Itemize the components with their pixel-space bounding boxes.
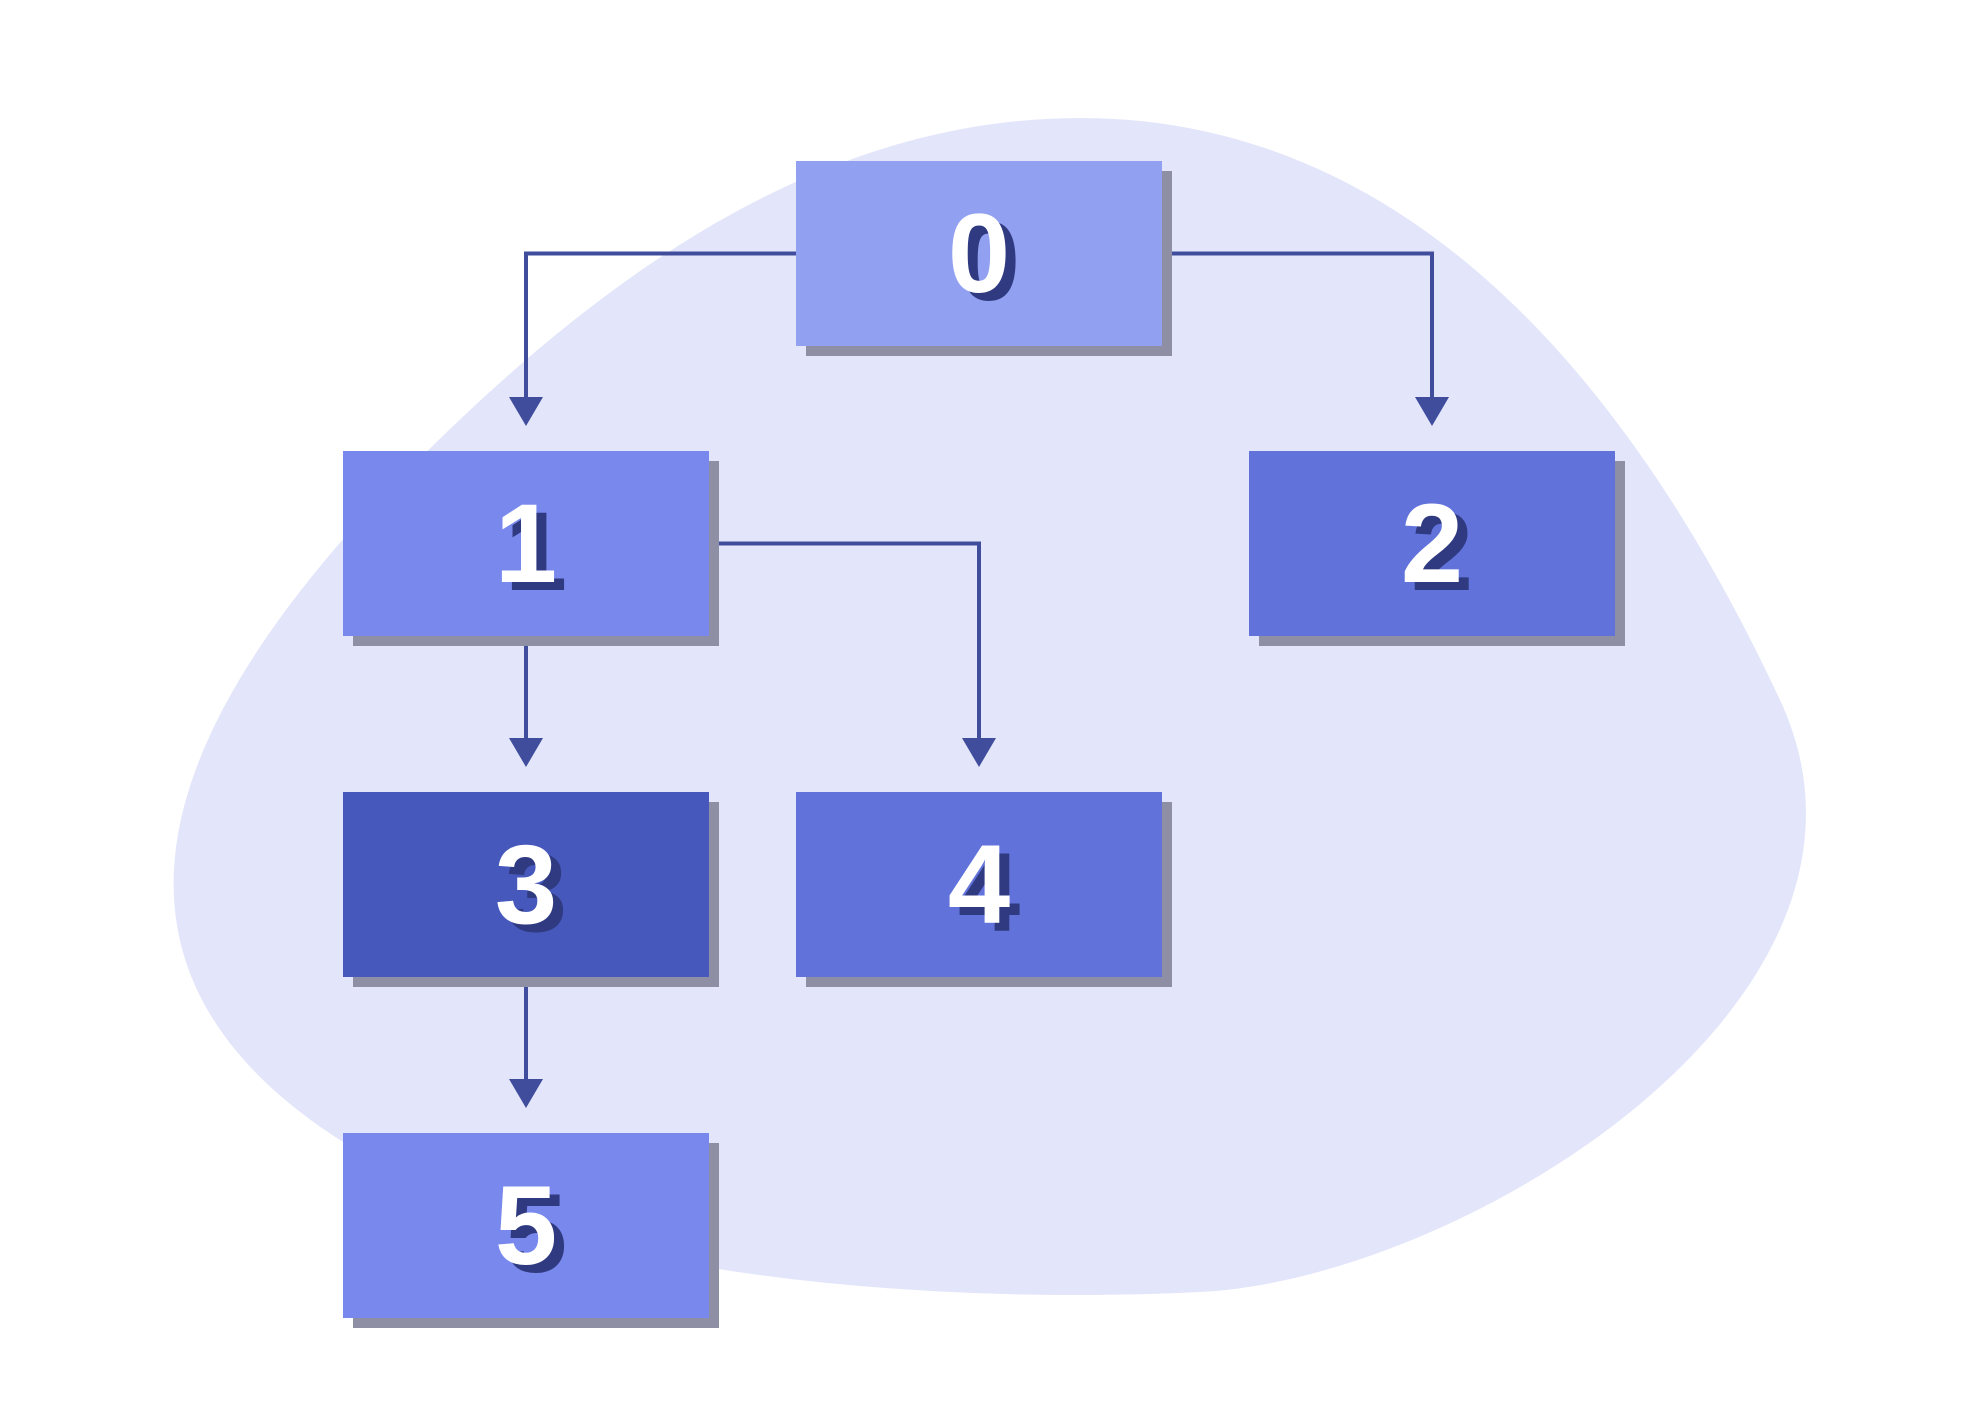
edge-n0-n1 <box>509 251 796 426</box>
node-label-shadow: 3 <box>505 830 567 955</box>
node-label-shadow: 1 <box>505 489 567 614</box>
node-label: 5 <box>495 1163 557 1288</box>
edge-n1-n4 <box>709 541 996 767</box>
node-box <box>343 792 709 977</box>
node-label-shadow: 5 <box>505 1171 567 1296</box>
node-3: 33 <box>343 792 719 987</box>
edge-n1-n3 <box>509 636 543 767</box>
node-box <box>796 792 1162 977</box>
edge-n0-n2 <box>1162 251 1449 426</box>
node-label: 2 <box>1401 481 1463 606</box>
node-label: 4 <box>948 822 1010 947</box>
node-label: 3 <box>495 822 557 947</box>
edges-layer <box>509 251 1449 1108</box>
node-box <box>796 161 1162 346</box>
node-2: 22 <box>1249 451 1625 646</box>
node-label: 1 <box>495 481 557 606</box>
node-box <box>1249 451 1615 636</box>
node-label: 0 <box>948 191 1010 316</box>
node-label-shadow: 2 <box>1411 489 1473 614</box>
node-label-shadow: 0 <box>958 199 1020 324</box>
node-4: 44 <box>796 792 1172 987</box>
node-box <box>343 451 709 636</box>
node-5: 55 <box>343 1133 719 1328</box>
background-blob <box>173 118 1806 1296</box>
edge-n3-n5 <box>509 977 543 1108</box>
node-box <box>343 1133 709 1318</box>
node-1: 11 <box>343 451 719 646</box>
node-label-shadow: 4 <box>958 830 1020 955</box>
nodes-layer: 00 11 22 33 44 55 <box>343 161 1625 1328</box>
node-0: 00 <box>796 161 1172 356</box>
